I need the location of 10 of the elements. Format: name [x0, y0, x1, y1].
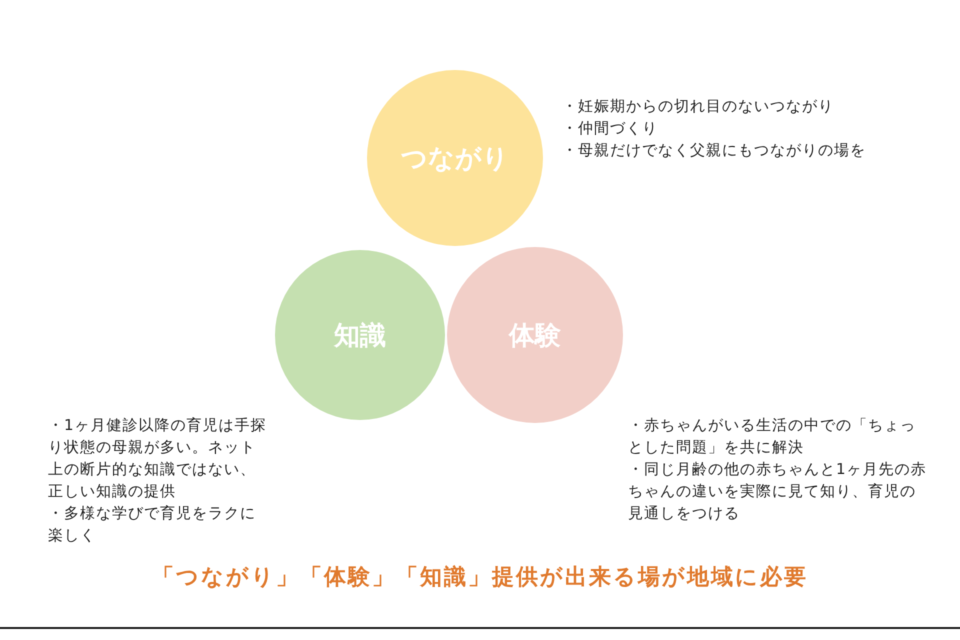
caption: 「つながり」「体験」「知識」提供が出来る場が地域に必要 — [151, 564, 809, 592]
bullet-text: ・妊娠期からの切れ目のないつながり — [562, 96, 835, 117]
bullet-text: ・1ヶ月健診以降の育児は手探り状態の母親が多い。ネット上の断片的な知識ではない、正しい知識の提供 — [48, 415, 268, 502]
bullet-text: ・母親だけでなく父親にもつながりの場を — [562, 140, 867, 161]
bullet-text: ・仲間づくり — [562, 118, 659, 139]
bullet-text: ・同じ月齢の他の赤ちゃんと1ヶ月先の赤ちゃんの違いを実際に見て知り、育児の見通しをつける — [628, 459, 928, 524]
circle-label: 知識 — [334, 320, 386, 352]
circle-label: つながり — [401, 142, 509, 176]
bullet-text: ・多様な学びで育児をラクに楽しく — [48, 503, 257, 546]
bullet-text: ・赤ちゃんがいる生活の中での「ちょっとした問題」を共に解決 — [628, 415, 917, 458]
